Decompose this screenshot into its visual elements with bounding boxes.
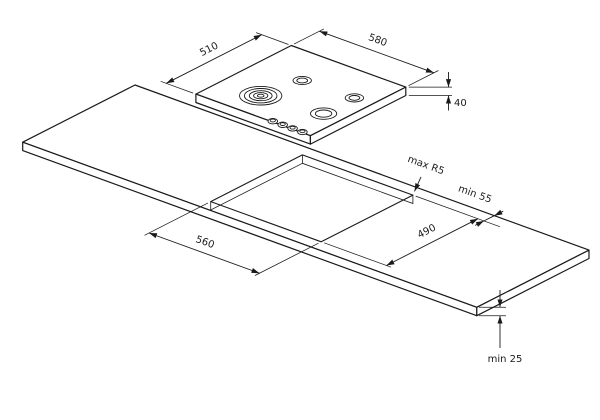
worktop-right-face [476, 249, 590, 317]
cutout-outline [210, 154, 414, 243]
burner-large [239, 85, 283, 106]
dim-label-corner-radius: max R5 [406, 154, 446, 177]
burner-medium-front [310, 107, 338, 120]
dim-label-hob-thickness: 40 [454, 98, 467, 109]
control-knob [297, 128, 308, 136]
dim-label-worktop-thickness: min 25 [488, 354, 523, 365]
worktop-cutout [210, 154, 414, 243]
cutout-back-inner-wall [302, 154, 414, 205]
control-knob [277, 121, 288, 128]
control-knobs [267, 118, 308, 136]
cutout-left-inner-wall [210, 162, 303, 211]
dim-label-edge-distance: min 55 [457, 184, 493, 206]
dim-label-hob-depth: 510 [198, 40, 220, 58]
burner-small-back-left [292, 75, 312, 86]
burner-small-back-right [344, 93, 365, 103]
dim-label-cutout-width: 560 [194, 234, 216, 251]
dimension-worktop-thickness: min 25 [479, 290, 522, 365]
dimension-hob-thickness: 40 [408, 72, 467, 111]
hob-right-face [309, 86, 407, 145]
dim-label-hob-width: 580 [367, 32, 389, 49]
control-knob [267, 118, 279, 125]
control-knob [287, 125, 298, 132]
